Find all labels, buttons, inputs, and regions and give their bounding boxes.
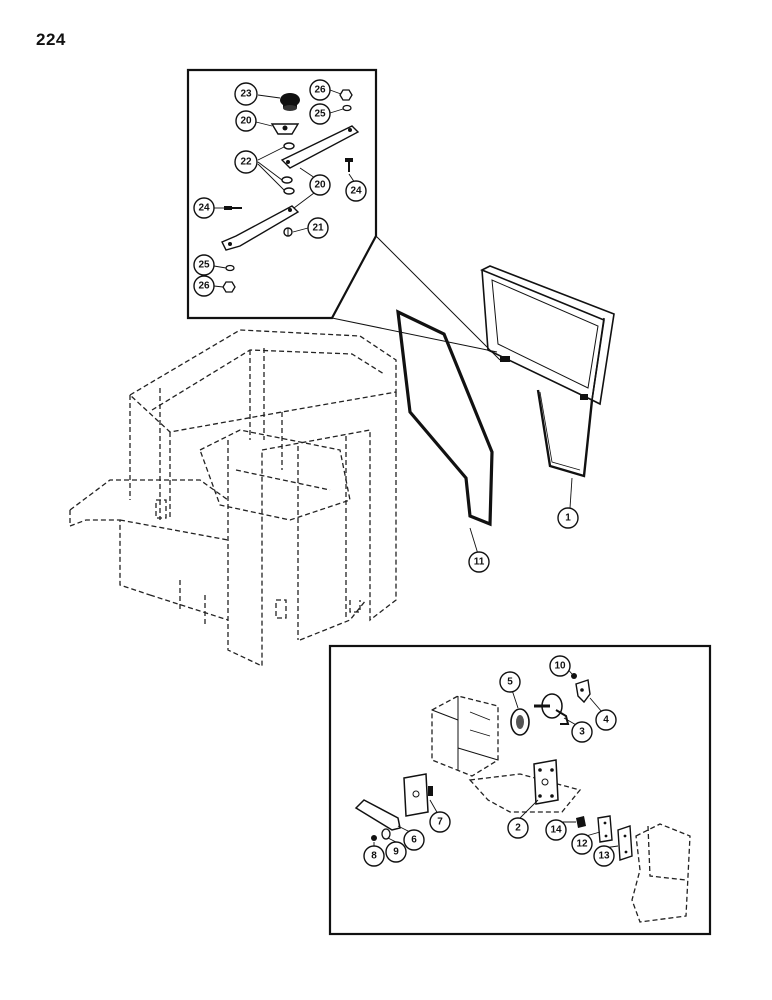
- washers-part: [281, 142, 295, 195]
- callout-label: 10: [554, 661, 566, 672]
- callout-label: 7: [437, 817, 443, 828]
- callout-10: 10: [549, 655, 571, 677]
- knob-part: [280, 93, 300, 111]
- screws-part: [224, 158, 353, 237]
- callout-13: 13: [593, 845, 615, 867]
- upper-hinge-strap: [280, 125, 360, 169]
- callout-label: 20: [240, 116, 252, 127]
- escutcheon-part: [510, 708, 530, 736]
- callout-25: 25: [193, 254, 215, 276]
- door-seal: [396, 309, 494, 555]
- callout-label: 12: [576, 839, 588, 850]
- callout-8: 8: [363, 845, 385, 867]
- callout-26: 26: [193, 275, 215, 297]
- callout-label: 13: [598, 851, 610, 862]
- callout-5: 5: [499, 671, 521, 693]
- small-bracket-part: [270, 123, 300, 135]
- washer-9-part: [381, 828, 391, 840]
- callout-label: 21: [312, 223, 324, 234]
- callout-label: 5: [507, 677, 513, 688]
- callout-2: 2: [507, 817, 529, 839]
- callout-label: 20: [314, 180, 326, 191]
- callout-label: 26: [198, 281, 210, 292]
- latch-detail-inset: 10 5 4 3 7 2 14 6 9 8 12 13: [328, 644, 712, 936]
- callout-23: 23: [234, 82, 258, 106]
- callout-26: 26: [309, 79, 331, 101]
- callout-label: 1: [565, 513, 571, 524]
- plate-7-part: [403, 773, 433, 817]
- callout-22: 22: [234, 150, 258, 174]
- lower-hinge-strap: [221, 205, 300, 251]
- callout-20: 20: [235, 110, 257, 132]
- callout-label: 9: [393, 847, 399, 858]
- callout-label: 25: [314, 109, 326, 120]
- callout-label: 11: [474, 557, 485, 568]
- hinge-detail-inset: 23 26 25 20 22 20 24 24 21 25 26: [186, 68, 501, 361]
- callout-24: 24: [345, 180, 367, 202]
- callout-7: 7: [429, 811, 451, 833]
- bolt-14-part: [576, 816, 586, 828]
- callout-label: 8: [371, 851, 377, 862]
- callout-label: 26: [314, 85, 326, 96]
- page-number: 224: [36, 30, 66, 49]
- callout-label: 24: [198, 203, 210, 214]
- catch-part: [575, 679, 591, 704]
- callout-label: 3: [579, 727, 585, 738]
- striker-13-part: [617, 825, 633, 861]
- callout-6: 6: [403, 829, 425, 851]
- callout-24: 24: [193, 197, 215, 219]
- callout-label: 2: [515, 823, 521, 834]
- callout-label: 23: [240, 89, 252, 100]
- callout-4: 4: [595, 709, 617, 731]
- callout-1: 1: [557, 507, 579, 529]
- screw-8-part: [371, 835, 377, 841]
- callout-label: 24: [350, 186, 362, 197]
- outside-handle-part: [534, 693, 570, 725]
- callout-12: 12: [571, 833, 593, 855]
- callout-14: 14: [545, 819, 567, 841]
- callout-9: 9: [385, 841, 407, 863]
- callout-11: 11: [468, 551, 490, 573]
- inside-handle-part: [354, 799, 401, 831]
- callout-20: 20: [309, 174, 331, 196]
- plate-2-part: [533, 759, 559, 805]
- callout-label: 4: [603, 715, 609, 726]
- shim-12-part: [597, 815, 613, 843]
- callout-label: 25: [198, 260, 210, 271]
- callout-21: 21: [307, 217, 329, 239]
- callout-label: 6: [411, 835, 417, 846]
- cab-outline: [69, 329, 397, 668]
- callout-label: 22: [240, 157, 252, 168]
- latch-housing: [431, 695, 499, 777]
- door-assembly: [480, 265, 615, 509]
- screw-10-part: [571, 673, 577, 679]
- callout-label: 14: [550, 825, 562, 836]
- callout-25: 25: [309, 103, 331, 125]
- callout-3: 3: [571, 721, 593, 743]
